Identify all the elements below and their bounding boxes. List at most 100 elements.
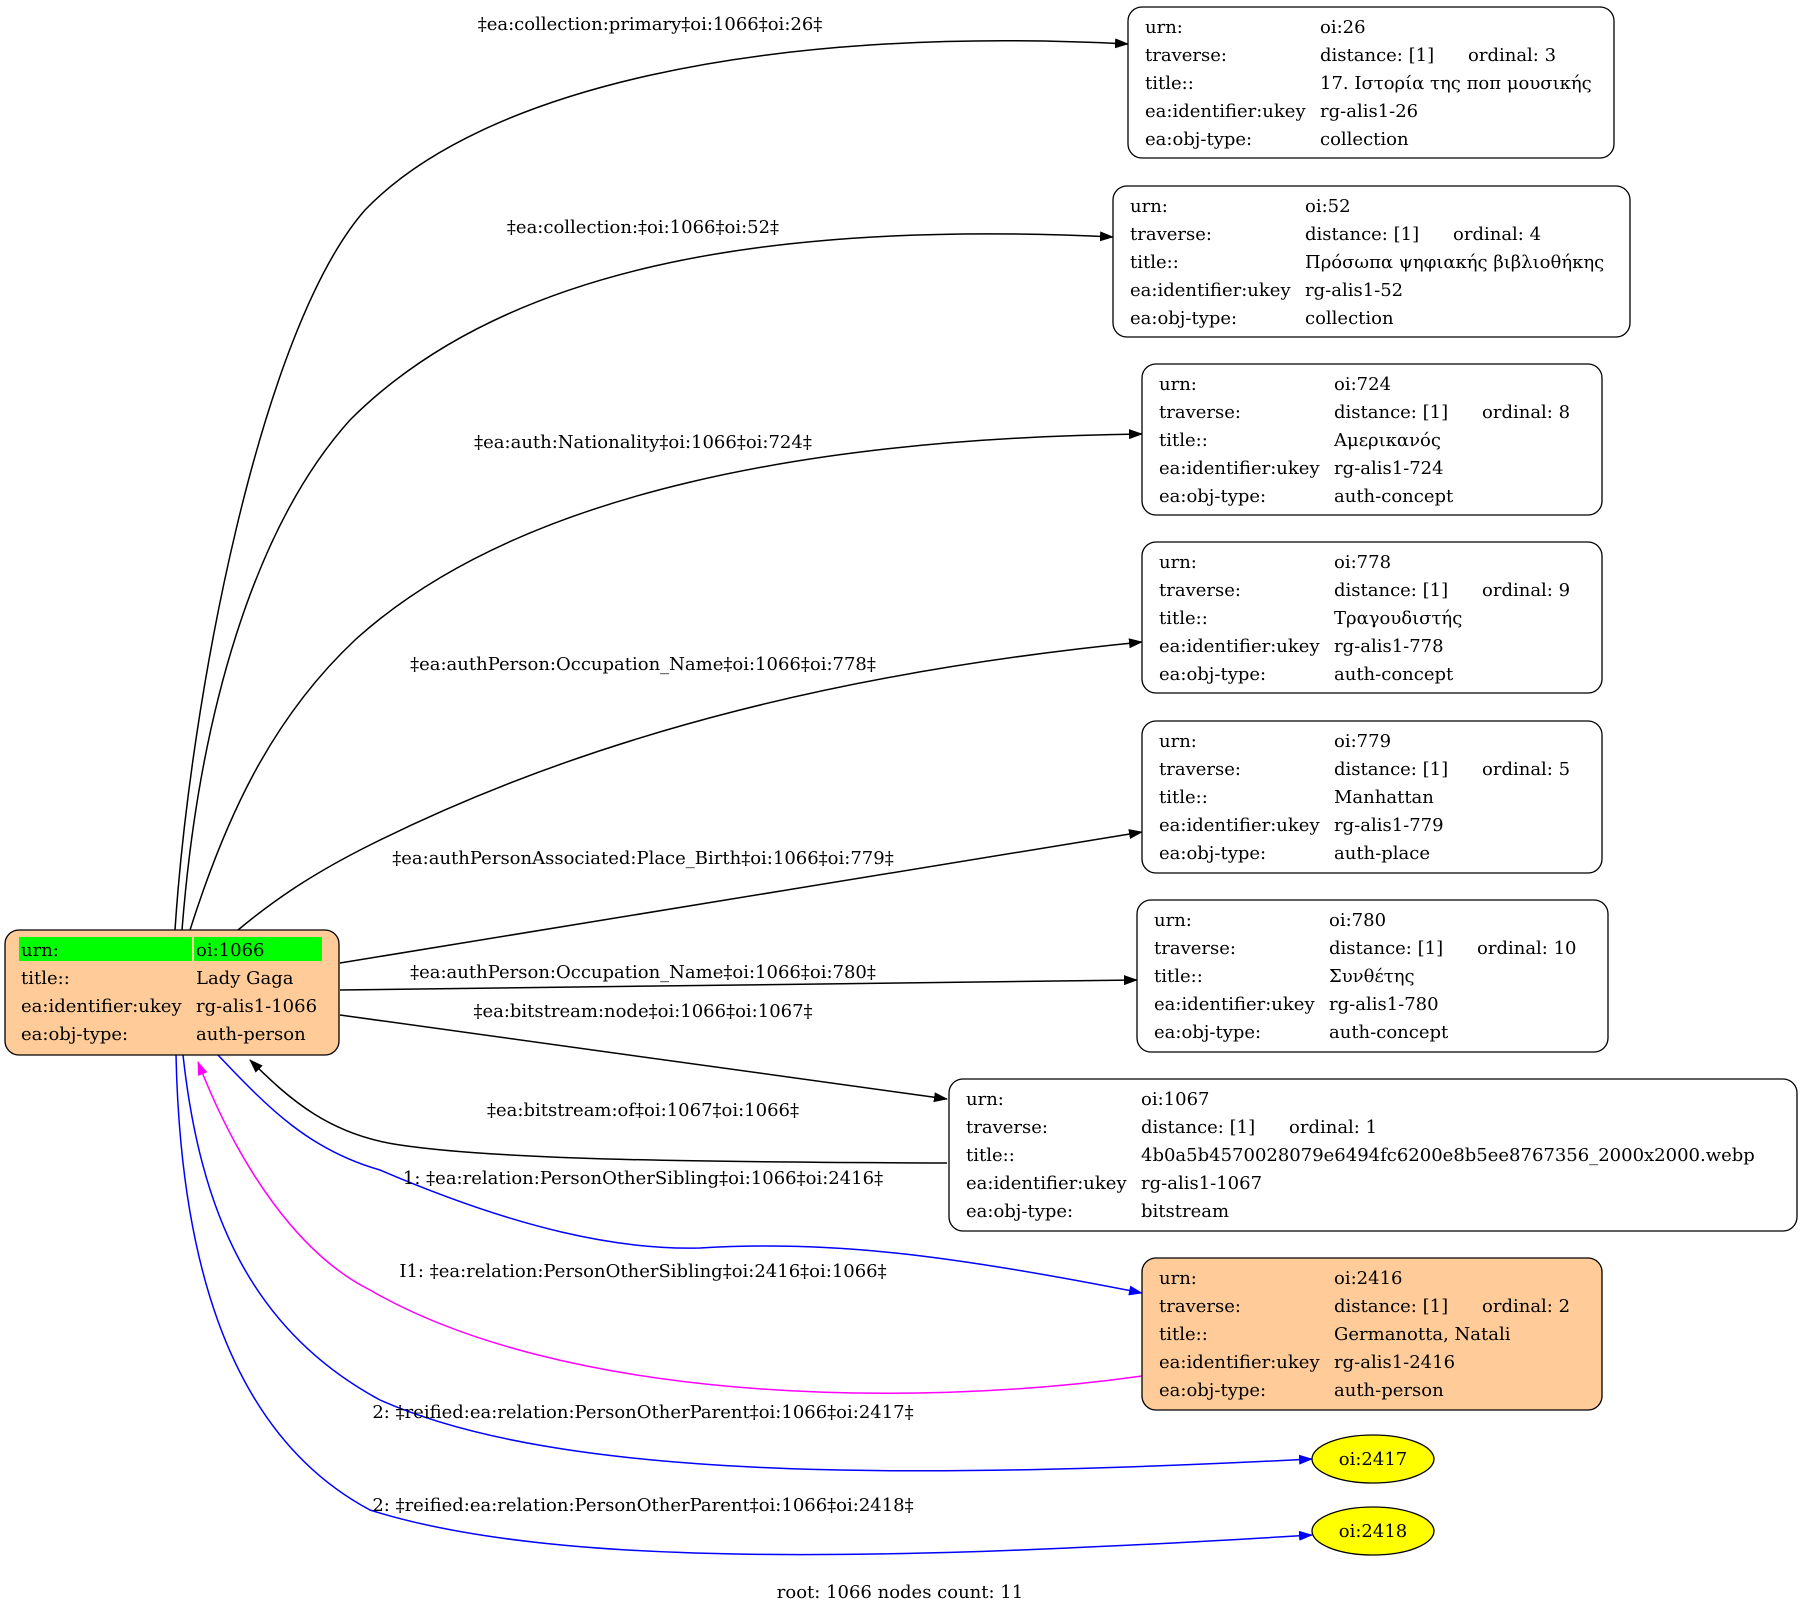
node-row-value: Manhattan	[1334, 787, 1434, 808]
edge-label: ‡ea:auth:Nationality‡oi:1066‡oi:724‡	[474, 432, 812, 453]
node-row-key: title::	[21, 968, 70, 989]
node-box	[1141, 1257, 1603, 1411]
node-oi-2418[interactable]: oi:2418	[1311, 1506, 1435, 1556]
node-row-value: rg-alis1-1067	[1141, 1173, 1262, 1194]
node-row-value: oi:52	[1305, 196, 1351, 217]
node-row-key: title::	[1130, 252, 1179, 273]
node-row-key: urn:	[1159, 731, 1197, 752]
node-row-ordinal: ordinal: 10	[1477, 938, 1577, 959]
edge-label: ‡ea:authPersonAssociated:Place_Birth‡oi:…	[392, 848, 893, 869]
urn-highlight	[19, 937, 192, 961]
edge-label: 2: ‡reified:ea:relation:PersonOtherParen…	[372, 1495, 913, 1516]
ellipse-shape	[1311, 1434, 1435, 1484]
node-row-key: urn:	[1145, 17, 1183, 38]
edge-e-1067: ‡ea:bitstream:node‡oi:1066‡oi:1067‡	[339, 1001, 948, 1103]
edge-label: 1: ‡ea:relation:PersonOtherSibling‡oi:10…	[403, 1168, 883, 1189]
node-row-key: ea:obj-type:	[21, 1024, 128, 1045]
node-row-key: traverse:	[1159, 759, 1241, 780]
node-row-value: 17. Ιστορία της ποπ μουσικής	[1320, 73, 1592, 94]
edges-layer: ‡ea:collection:primary‡oi:1066‡oi:26‡‡ea…	[174, 14, 1313, 1556]
node-row-key: title::	[1154, 966, 1203, 987]
node-box	[1141, 363, 1603, 516]
edge-e-2416: 1: ‡ea:relation:PersonOtherSibling‡oi:10…	[217, 1054, 1143, 1296]
node-row-value: distance: [1]	[1320, 45, 1434, 66]
edge-label: 2: ‡reified:ea:relation:PersonOtherParen…	[372, 1402, 913, 1423]
node-box	[1136, 899, 1609, 1053]
node-row-key: urn:	[1159, 374, 1197, 395]
edge-line	[339, 1014, 948, 1103]
node-row-key: ea:obj-type:	[1159, 843, 1266, 864]
node-row-key: ea:identifier:ukey	[1154, 994, 1315, 1015]
edge-e-2417: 2: ‡reified:ea:relation:PersonOtherParen…	[182, 1054, 1313, 1472]
node-row-key: title::	[1159, 1324, 1208, 1345]
node-row-key: title::	[966, 1145, 1015, 1166]
node-row-value: rg-alis1-724	[1334, 458, 1444, 479]
ellipse-label: oi:2417	[1339, 1449, 1407, 1470]
node-row-key: traverse:	[1159, 1296, 1241, 1317]
node-row-value: 4b0a5b4570028079e6494fc6200e8b5ee8767356…	[1141, 1145, 1755, 1166]
edge-line	[181, 231, 1114, 931]
node-row-key: urn:	[1159, 552, 1197, 573]
node-row-ordinal: ordinal: 4	[1453, 224, 1541, 245]
node-row-value: Πρόσωπα ψηφιακής βιβλιοθήκης	[1305, 252, 1604, 273]
node-row-key: title::	[1159, 787, 1208, 808]
edge-line	[174, 38, 1129, 931]
ellipse-shape	[1311, 1506, 1435, 1556]
edge-line	[197, 1061, 1143, 1395]
node-box	[1127, 6, 1615, 159]
node-row-key: title::	[1159, 430, 1208, 451]
node-row-key: ea:identifier:ukey	[966, 1173, 1127, 1194]
node-row-value: rg-alis1-52	[1305, 280, 1403, 301]
node-row-value: oi:780	[1329, 910, 1386, 931]
node-row-key: urn:	[21, 940, 59, 961]
node-row-value: distance: [1]	[1141, 1117, 1255, 1138]
node-row-key: traverse:	[1145, 45, 1227, 66]
node-box	[1141, 541, 1603, 694]
node-row-key: ea:identifier:ukey	[1159, 815, 1320, 836]
node-row-key: ea:obj-type:	[1159, 486, 1266, 507]
node-row-key: urn:	[1154, 910, 1192, 931]
node-row-key: traverse:	[966, 1117, 1048, 1138]
edge-e-2416-back: I1: ‡ea:relation:PersonOtherSibling‡oi:2…	[197, 1061, 1143, 1395]
node-row-value: Συνθέτης	[1329, 966, 1415, 987]
node-row-ordinal: ordinal: 1	[1289, 1117, 1377, 1138]
node-row-value: rg-alis1-780	[1329, 994, 1439, 1015]
edge-line	[237, 638, 1143, 931]
node-row-value: rg-alis1-1066	[196, 996, 317, 1017]
edge-label: ‡ea:authPerson:Occupation_Name‡oi:1066‡o…	[410, 654, 876, 675]
node-row-value: oi:1066	[196, 940, 264, 961]
node-row-key: ea:obj-type:	[966, 1201, 1073, 1222]
edge-label: ‡ea:bitstream:of‡oi:1067‡oi:1066‡	[487, 1100, 799, 1121]
node-box	[4, 929, 340, 1056]
node-row-ordinal: ordinal: 3	[1468, 45, 1556, 66]
node-row-key: ea:identifier:ukey	[1159, 1352, 1320, 1373]
edge-line	[217, 1054, 1143, 1296]
node-row-key: title::	[1145, 73, 1194, 94]
node-oi-2417[interactable]: oi:2417	[1311, 1434, 1435, 1484]
node-row-key: ea:obj-type:	[1159, 664, 1266, 685]
node-row-value: rg-alis1-26	[1320, 101, 1418, 122]
node-row-key: urn:	[1159, 1268, 1197, 1289]
node-row-value: auth-concept	[1329, 1022, 1449, 1043]
node-row-value: rg-alis1-2416	[1334, 1352, 1455, 1373]
edge-line	[249, 1059, 948, 1164]
node-row-value: distance: [1]	[1334, 759, 1448, 780]
node-row-key: traverse:	[1154, 938, 1236, 959]
node-row-value: Lady Gaga	[196, 968, 294, 989]
node-row-key: urn:	[966, 1089, 1004, 1110]
edge-e-778: ‡ea:authPerson:Occupation_Name‡oi:1066‡o…	[237, 638, 1143, 931]
node-row-value: rg-alis1-778	[1334, 636, 1444, 657]
node-row-ordinal: ordinal: 5	[1482, 759, 1570, 780]
edge-e-26: ‡ea:collection:primary‡oi:1066‡oi:26‡	[174, 14, 1129, 931]
node-row-key: ea:obj-type:	[1159, 1380, 1266, 1401]
node-row-key: ea:obj-type:	[1145, 129, 1252, 150]
